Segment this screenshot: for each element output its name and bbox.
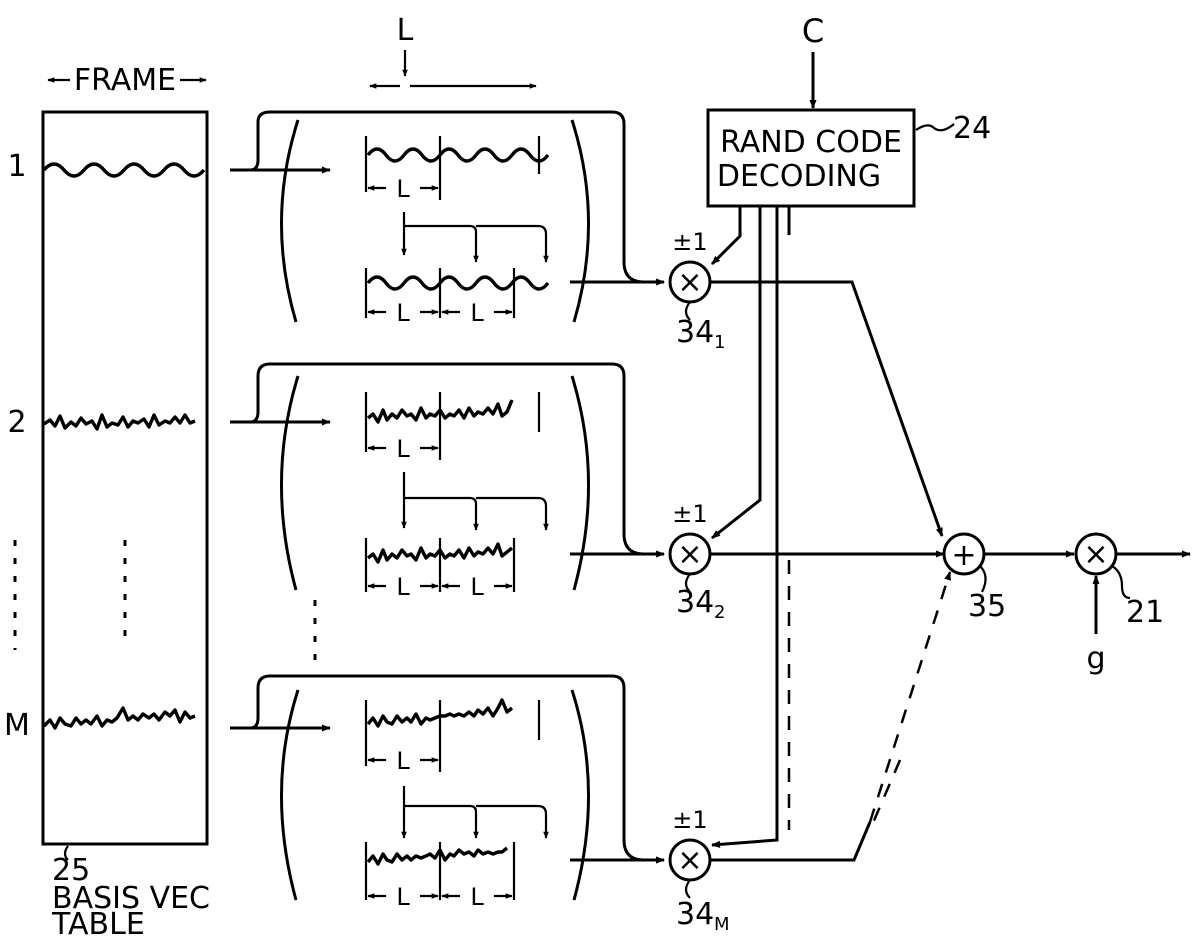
table-title-line1: BASIS VEC [52, 881, 210, 916]
multiplier-34-m: ±1 × 34 M [668, 806, 730, 935]
segment-dims-shifted-2: L L [364, 538, 516, 601]
frame-label: FRAME [74, 63, 176, 98]
ref-34-m: 34 [676, 897, 714, 932]
sign-line-2 [711, 206, 762, 540]
gain-g-label: g [1086, 641, 1105, 676]
ref-35: 35 [968, 589, 1006, 624]
segment-l-label: L [470, 573, 484, 601]
ref-24-callout: 24 [915, 111, 991, 146]
l-dimension-top: L [369, 13, 537, 89]
multiplier-34-1: ±1 × 34 1 [668, 228, 725, 353]
rand-code-decoding-block [706, 108, 916, 208]
bracket-right-2 [570, 375, 590, 591]
output-line-m-dashed [868, 571, 952, 823]
bypass-line-2 [230, 362, 665, 558]
shift-arrows-m [401, 786, 549, 839]
sign-label-m: ±1 [672, 806, 707, 834]
shift-arrows-2 [401, 472, 549, 531]
basis-vector-m-wave [42, 706, 196, 730]
ref-34-2: 34 [676, 585, 714, 620]
table-title-line2: TABLE [51, 907, 145, 937]
basis-vector-1-wave [42, 162, 206, 178]
sign-label-1: ±1 [672, 228, 707, 256]
row-label-1: 1 [7, 149, 26, 184]
multiply-symbol: × [677, 843, 702, 878]
ref-34-2-sub: 2 [714, 602, 725, 623]
row-label-m: M [4, 708, 30, 743]
segment-shifted-m [366, 846, 509, 866]
l-top-label: L [397, 13, 414, 48]
gain-multiplier-21: × 21 [1074, 532, 1164, 630]
segment-l-label: L [396, 299, 410, 327]
segment-l-label: L [396, 573, 410, 601]
segment-l-label: L [470, 883, 484, 911]
c-input: C [802, 12, 824, 109]
output-line-m-solid [710, 821, 872, 862]
add-symbol: + [951, 538, 976, 573]
ref-24: 24 [953, 111, 991, 146]
bracket-right-m [570, 689, 590, 901]
sign-line-1 [710, 206, 742, 266]
sign-line-3 [711, 206, 779, 848]
multiply-symbol: × [677, 537, 702, 572]
sign-label-2: ±1 [672, 500, 707, 528]
segment-l-label: L [396, 747, 410, 775]
ref-21: 21 [1126, 595, 1164, 630]
segment-shifted-1 [366, 275, 550, 291]
stage-row-1: L L L [230, 110, 665, 327]
row-label-2: 2 [7, 405, 26, 440]
basis-vector-table [41, 110, 209, 846]
dashed-guide [868, 759, 902, 831]
basis-vector-2-wave [43, 413, 196, 431]
multiplier-34-2: ±1 × 34 2 [668, 500, 725, 623]
frame-dimension: FRAME [47, 63, 207, 98]
segment-l-label: L [470, 299, 484, 327]
segment-dims-shifted-1: L L [364, 268, 516, 327]
bypass-line-1 [230, 110, 665, 286]
ref-34-1-sub: 1 [714, 332, 725, 353]
table-caption: 25 BASIS VEC TABLE [51, 845, 210, 937]
multiply-symbol: × [677, 265, 702, 300]
gain-input: g [1086, 575, 1106, 676]
segment-dims-original-m: L [364, 700, 541, 775]
ref-34-m-sub: M [714, 914, 730, 935]
segment-dims-shifted-m: L L [364, 842, 516, 911]
table-ellipsis [13, 540, 127, 650]
c-input-label: C [802, 12, 824, 50]
stage-row-m: L L L [230, 674, 665, 911]
segment-l-label: L [396, 883, 410, 911]
bypass-line-m [230, 674, 665, 864]
bracket-left-m [280, 689, 300, 901]
output-line-1 [710, 280, 944, 537]
rand-code-label-line2: DECODING [717, 159, 881, 194]
bracket-right-1 [570, 119, 590, 323]
shift-arrows-1 [401, 212, 549, 263]
table-ref-25: 25 [52, 853, 90, 888]
bracket-left-1 [280, 119, 300, 323]
rand-code-label-line1: RAND CODE [720, 125, 902, 160]
segment-l-label: L [396, 175, 410, 203]
stage-row-2: L L L [230, 362, 665, 601]
multiply-symbol: × [1083, 537, 1108, 572]
segment-original-1 [366, 147, 550, 163]
ref-34-1: 34 [676, 315, 714, 350]
segment-dims-original-2: L [364, 392, 541, 463]
bracket-left-2 [280, 375, 300, 591]
segment-l-label: L [396, 435, 410, 463]
adder-35: + 35 [942, 532, 1006, 624]
segment-dims-original-1: L [364, 136, 541, 203]
